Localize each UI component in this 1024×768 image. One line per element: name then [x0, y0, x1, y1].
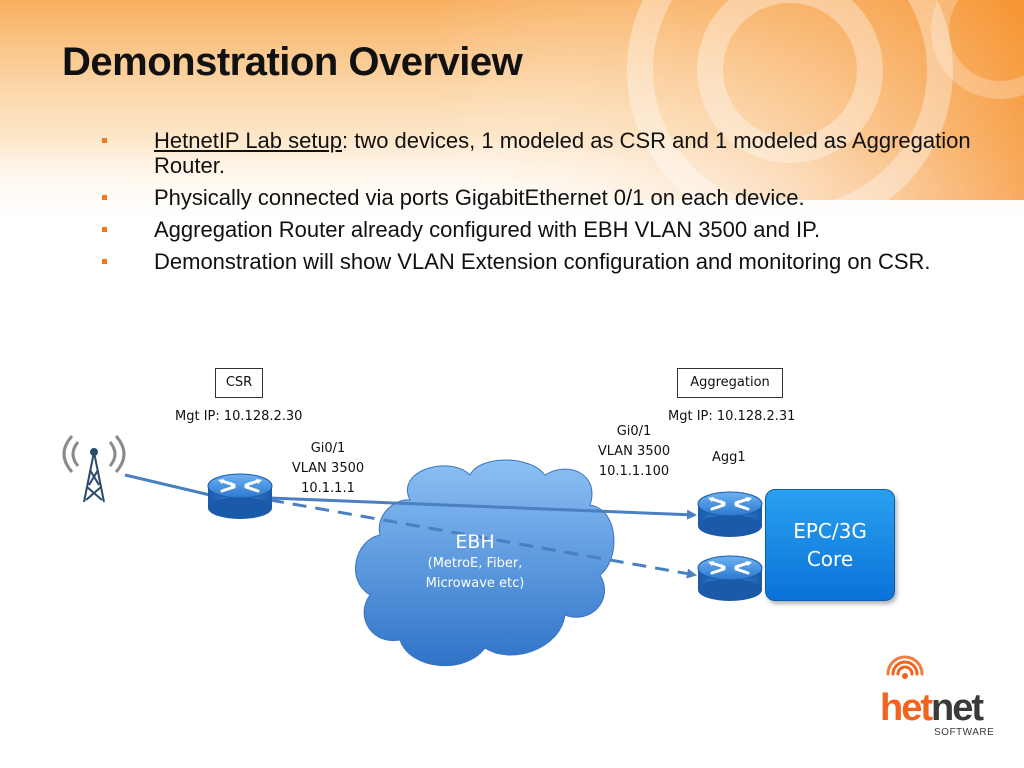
- ebh-cloud-subtitle-2: Microwave etc): [425, 576, 525, 591]
- lab-setup-link[interactable]: HetnetIP Lab setup: [154, 128, 342, 153]
- aggregation-box: Aggregation: [677, 368, 783, 398]
- csr-router-icon[interactable]: [206, 472, 274, 521]
- csr-mgt-ip: Mgt IP: 10.128.2.30: [175, 409, 303, 424]
- cell-tower-icon: [62, 435, 126, 473]
- agg-vlan: VLAN 3500: [597, 444, 671, 459]
- csr-to-agg-dashed-link: [269, 498, 697, 579]
- csr-to-agg-solid-link: [269, 496, 697, 520]
- core-line-1: EPC/3G: [793, 519, 867, 543]
- ebh-cloud-subtitle-1: (MetroE, Fiber,: [427, 556, 523, 571]
- ebh-cloud-label: EBH (MetroE, Fiber, Microwave etc): [405, 530, 545, 594]
- agg-port: Gi0/1: [616, 424, 652, 439]
- agg2-router-icon[interactable]: [696, 554, 764, 603]
- bullet-item: Demonstration will show VLAN Extension c…: [102, 249, 972, 274]
- logo-tagline: SOFTWARE: [934, 727, 995, 738]
- agg1-router-label: Agg1: [712, 450, 746, 465]
- bullet-marker: [102, 195, 107, 200]
- agg-port-info: Gi0/1 VLAN 3500 10.1.1.100: [588, 422, 680, 482]
- epc-3g-core-box[interactable]: EPC/3G Core: [765, 489, 895, 601]
- bullet-text: : two devices, 1 modeled as CSR and 1 mo…: [154, 128, 971, 178]
- bullet-text: Aggregation Router already configured wi…: [154, 217, 821, 242]
- csr-port: Gi0/1: [310, 441, 346, 456]
- slide-title: Demonstration Overview: [62, 40, 523, 84]
- agg-ip: 10.1.1.100: [598, 464, 670, 479]
- ebh-cloud-shape: [355, 459, 615, 667]
- bullet-item: Physically connected via ports GigabitEt…: [102, 185, 972, 210]
- hetnet-logo: hetnet SOFTWARE: [880, 652, 1000, 742]
- csr-ip: 10.1.1.1: [301, 481, 355, 496]
- tower-link-line: [124, 473, 211, 497]
- tower-mast-icon: [83, 448, 105, 503]
- csr-port-info: Gi0/1 VLAN 3500 10.1.1.1: [280, 439, 376, 499]
- bullet-item: Aggregation Router already configured wi…: [102, 217, 972, 242]
- bullet-list: HetnetIP Lab setup: two devices, 1 model…: [102, 128, 972, 281]
- bullet-item: HetnetIP Lab setup: two devices, 1 model…: [102, 128, 972, 178]
- bullet-marker: [102, 138, 107, 143]
- bullet-marker: [102, 259, 107, 264]
- agg1-router-icon[interactable]: [696, 490, 764, 539]
- aggregation-mgt-ip: Mgt IP: 10.128.2.31: [668, 409, 796, 424]
- csr-box: CSR: [215, 368, 263, 398]
- bullet-text: Physically connected via ports GigabitEt…: [154, 185, 805, 210]
- signal-waves-icon: [886, 655, 924, 679]
- bullet-text: Demonstration will show VLAN Extension c…: [154, 249, 931, 274]
- bullet-marker: [102, 227, 107, 232]
- ebh-cloud-title: EBH: [455, 531, 495, 553]
- core-line-2: Core: [806, 547, 854, 571]
- logo-wordmark: hetnet: [880, 687, 984, 729]
- csr-vlan: VLAN 3500: [291, 461, 365, 476]
